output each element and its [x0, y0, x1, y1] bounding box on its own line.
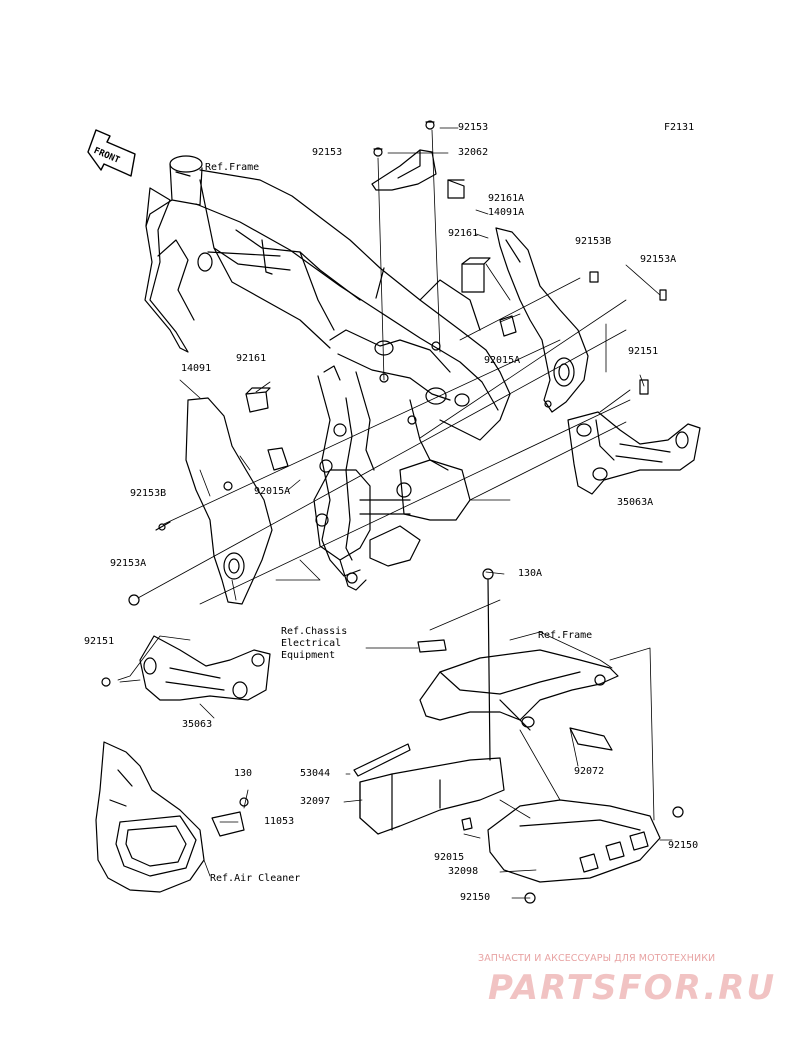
under-cowl-32098 — [461, 799, 684, 904]
part-label-32098: 32098 — [448, 866, 479, 877]
ref-frame-top: Ref.Frame — [205, 162, 260, 173]
air-cleaner-housing — [95, 741, 249, 893]
main-frame-illustration — [144, 155, 511, 591]
part-label-92153B-left: 92153B — [130, 488, 167, 499]
figure-code: F2131 — [664, 122, 695, 133]
part-label-92161A: 92161A — [488, 193, 525, 204]
part-label-92153-top: 92153 — [458, 122, 489, 133]
part-label-14091A: 14091A — [488, 207, 525, 218]
part-label-92153-left: 92153 — [312, 147, 343, 158]
part-label-92015A-right: 92015A — [484, 355, 521, 366]
part-label-92153B-right: 92153B — [575, 236, 612, 247]
ref-chassis-electrical: Ref.Chassis Electrical Equipment — [281, 626, 348, 661]
bracket-35063 — [101, 635, 271, 701]
part-label-32097: 32097 — [300, 796, 331, 807]
part-label-92150-bottom: 92150 — [460, 892, 491, 903]
watermark-logo: PARTSFOR.RU — [488, 968, 777, 1008]
part-label-11053: 11053 — [264, 816, 295, 827]
part-label-14091: 14091 — [181, 363, 212, 374]
part-label-92153A-left: 92153A — [110, 558, 147, 569]
part-label-92161-upper: 92161 — [448, 228, 479, 239]
part-label-92161-left: 92161 — [236, 353, 267, 364]
part-label-92072: 92072 — [574, 766, 605, 777]
battery-case-32097 — [353, 568, 505, 835]
cover-14091A — [461, 227, 667, 413]
bracket-32062 — [371, 120, 465, 199]
ref-air-cleaner: Ref.Air Cleaner — [210, 873, 301, 884]
part-label-130A: 130A — [518, 568, 543, 579]
part-label-92015: 92015 — [434, 852, 465, 863]
part-label-92015A-left: 92015A — [254, 486, 291, 497]
part-label-32062: 32062 — [458, 147, 489, 158]
part-label-92150-right: 92150 — [668, 840, 699, 851]
part-label-130: 130 — [234, 768, 253, 779]
front-arrow-icon — [87, 129, 136, 177]
part-label-92151-left: 92151 — [84, 636, 115, 647]
leader-lines — [117, 127, 673, 899]
part-label-92151-right: 92151 — [628, 346, 659, 357]
bracket-35063A — [567, 411, 701, 495]
watermark-tagline: ЗАПЧАСТИ И АКСЕССУАРЫ ДЛЯ МОТОТЕХНИКИ — [478, 953, 716, 964]
rear-subframe — [417, 639, 619, 751]
part-label-92153A-right: 92153A — [640, 254, 677, 265]
part-label-35063: 35063 — [182, 719, 213, 730]
ref-frame-bottom: Ref.Frame — [538, 630, 593, 641]
part-label-53044: 53044 — [300, 768, 331, 779]
part-label-35063A: 35063A — [617, 497, 654, 508]
